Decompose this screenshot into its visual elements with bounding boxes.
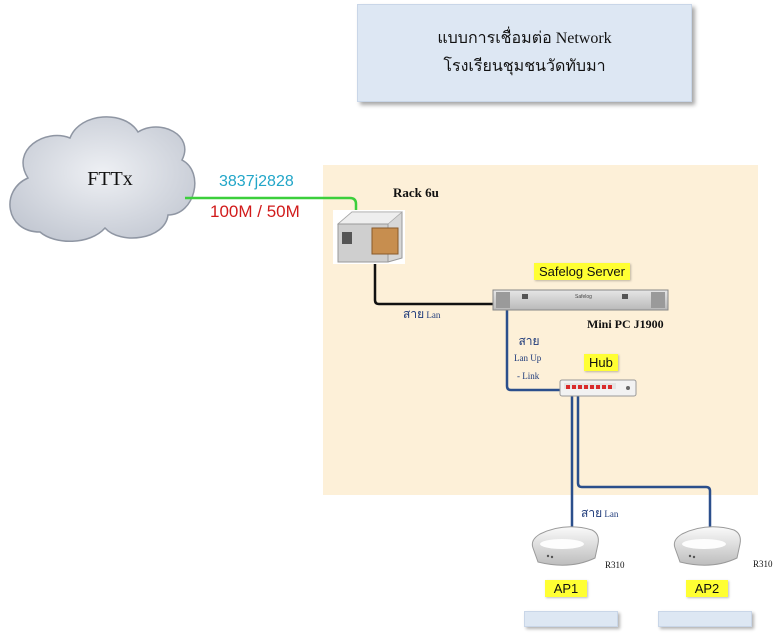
ap-cable-label-en: Lan — [604, 509, 619, 519]
hub-switch-icon — [559, 379, 637, 397]
ap1-model-label: R310 — [605, 560, 625, 570]
circuit-id-label: 3837j2828 — [219, 173, 294, 190]
uplink-cable-label-line2: Lan Up — [514, 353, 542, 363]
server-to-hub-cable — [505, 310, 562, 392]
uplink-cable-label-th: สาย — [518, 334, 540, 348]
ap2-info-box — [658, 611, 752, 627]
hub-tag: Hub — [584, 354, 618, 371]
access-point-1-icon — [531, 526, 599, 566]
diagram-title-line1: แบบการเชื่อมต่อ Network — [437, 30, 612, 47]
wan-cable — [185, 196, 358, 214]
server-model-label: Mini PC J1900 — [587, 317, 664, 331]
diagram-title-line2: โรงเรียนชุมชนวัดทับมา — [443, 58, 606, 75]
rack-to-server-cable — [373, 260, 494, 306]
internet-cloud-label: FTTx — [87, 168, 133, 190]
ap2-tag: AP2 — [686, 580, 728, 597]
bandwidth-label: 100M / 50M — [210, 202, 300, 221]
server-tag: Safelog Server — [534, 263, 630, 280]
server-brand-text: Safelog — [575, 294, 592, 300]
mini-pc-server-icon: Safelog — [492, 289, 669, 311]
rack-cable-label: สาย Lan — [403, 305, 440, 324]
rack-cable-label-th: สาย — [403, 307, 425, 321]
uplink-cable-label-line3: - Link — [517, 371, 540, 381]
ap1-tag: AP1 — [545, 580, 587, 597]
hub-to-ap2-cable — [576, 395, 712, 528]
rack-cable-label-en: Lan — [426, 310, 441, 320]
uplink-cable-label: สาย — [516, 332, 542, 351]
access-point-2-icon — [673, 526, 741, 566]
diagram-title-box: แบบการเชื่อมต่อ Network โรงเรียนชุมชนวัด… — [357, 4, 692, 102]
ap2-model-label: R310 — [753, 559, 773, 569]
rack-label: Rack 6u — [393, 185, 439, 200]
ap-cable-label: สาย Lan — [581, 504, 618, 523]
internet-cloud-icon — [9, 116, 196, 243]
ap-cable-label-th: สาย — [581, 506, 603, 520]
ap1-info-box — [524, 611, 618, 627]
rack-cabinet-icon — [333, 210, 405, 264]
